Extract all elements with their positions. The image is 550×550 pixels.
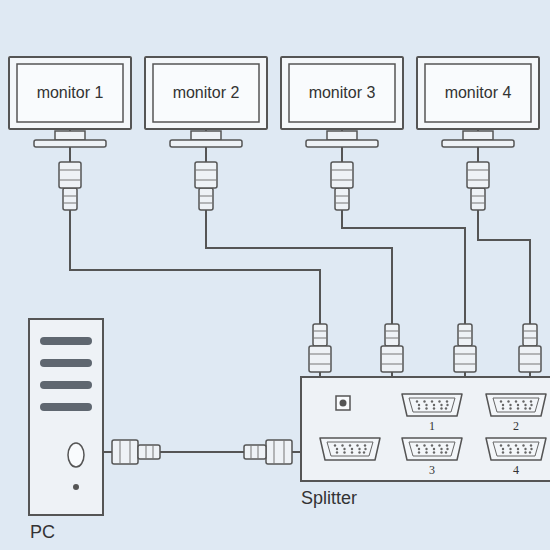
vga-cable	[342, 130, 465, 376]
monitor-label: monitor 1	[37, 83, 104, 102]
pc-tower-box: PC	[28, 318, 104, 516]
monitor-box: monitor 1	[8, 56, 132, 130]
monitor-label: monitor 3	[309, 83, 376, 102]
monitor-box: monitor 2	[144, 56, 268, 130]
port-number: 2	[513, 419, 519, 433]
device-label: PC	[30, 522, 55, 544]
monitor-body	[8, 56, 540, 130]
monitor-stand	[34, 131, 514, 147]
port-number: 1	[429, 419, 435, 433]
port-number: 4	[513, 463, 519, 477]
splitter-body	[300, 376, 550, 482]
pc-tower	[28, 318, 104, 516]
port-number: 3	[429, 463, 435, 477]
monitor-box: monitor 4	[416, 56, 540, 130]
splitter-box: Splitter	[300, 376, 550, 482]
vga-cable	[70, 130, 320, 376]
vga-cable	[206, 130, 392, 376]
device-label: Splitter	[301, 488, 357, 510]
monitor-label: monitor 2	[173, 83, 240, 102]
monitor-label: monitor 4	[445, 83, 512, 102]
monitor-box: monitor 3	[280, 56, 404, 130]
